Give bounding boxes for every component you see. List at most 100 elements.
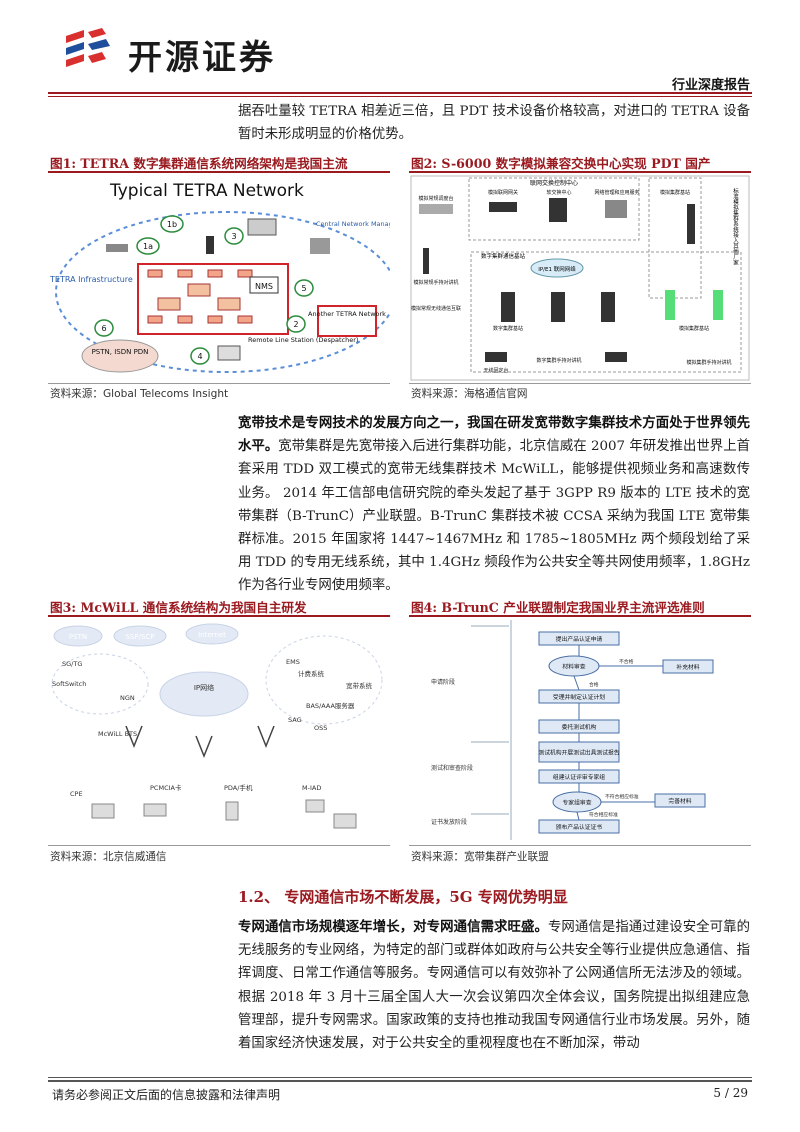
fig2-digi-net-label: 数字集群通信基站 xyxy=(481,252,526,260)
market-paragraph: 专网通信市场规模逐年增长，对专网通信需求旺盛。专网通信是指通过建设安全可靠的无线… xyxy=(238,916,750,1055)
fig2-phone-label: 模拟常规手持对讲机 xyxy=(413,279,458,286)
figure-4-caption: 图4: B-TrunC 产业联盟制定我国业界主流评选准则 xyxy=(411,600,705,615)
fig4-arrow-2 xyxy=(573,675,580,691)
fig2-core-label: 联网交换控制中心 xyxy=(530,179,578,187)
figure-1-source: 资料来源：Global Telecoms Insight xyxy=(50,388,229,400)
fig2-softswitch-icon xyxy=(549,198,567,222)
figure-2-source-rule xyxy=(409,383,751,384)
fig2-bs-label: 数字集群基站 xyxy=(493,325,523,332)
fig1-node-3-label: 3 xyxy=(231,232,236,241)
fig1-node-1a xyxy=(136,237,160,255)
fig1-node-5-label: 5 xyxy=(301,284,306,293)
fig1-node-4 xyxy=(190,347,210,365)
fig4-step-box-1 xyxy=(538,631,620,646)
fig2-fixed-label: 无线固定台 xyxy=(483,367,508,374)
intro-paragraph: 据吞吐量较 TETRA 相差近三倍，且 PDT 技术设备价格较高，对进口的 TE… xyxy=(238,104,750,143)
fig1-car-radio-icon xyxy=(106,244,128,252)
figure-2-caption-rule xyxy=(409,171,751,173)
fig3-sag-label: SAG xyxy=(288,716,302,724)
figure-4-image: 申请阶段测试和审查阶段证书发放阶段提出产品认证申请材料审查补充材料受理并制定认证… xyxy=(409,618,751,844)
fig2-analog-net-label: 模拟集群基站 xyxy=(679,325,709,332)
fig3-miad-computer-icon xyxy=(333,813,357,829)
fig1-workstation-icon xyxy=(310,238,330,254)
fig3-ssp-label: SSP/SCP xyxy=(125,633,154,641)
fig2-side-note: 标准模拟集群系统接入其他厂家 xyxy=(732,187,739,266)
figure-1-image: Typical TETRA Network NMS Another TETRA … xyxy=(48,174,390,382)
figure-2-caption: 图2: S-6000 数字模拟兼容交换中心实现 PDT 国产 xyxy=(411,156,711,171)
fig3-ems-cloud xyxy=(265,635,383,725)
fig2-gw-label: 模拟联网网关 xyxy=(488,189,518,196)
broadband-lead: 宽带技术是专网技术的发展方向之一，我国在研发宽带数字集群技术方面处于世界领先水平… xyxy=(238,415,750,455)
broadband-body: 宽带集群是先宽带接入后进行集群功能，北京信威在 2007 年研发推出世界上首套采… xyxy=(238,439,750,594)
fig4-step-1: 提出产品认证申请 xyxy=(556,635,603,643)
fig4-step-box-8 xyxy=(552,791,602,813)
fig4-step-3: 补充材料 xyxy=(676,663,699,671)
figure-1-source-rule xyxy=(48,383,390,384)
fig4-edge-label-3: 不符合相应标准 xyxy=(605,793,639,800)
fig3-ngn-label: NGN xyxy=(120,694,135,702)
fig1-node-4-label: 4 xyxy=(197,352,202,361)
figure-3-source: 资料来源：北京信威通信 xyxy=(50,851,167,863)
fig2-analog-hand-label: 模拟集群手持对讲机 xyxy=(686,359,731,366)
figure-2-image: 联网交换控制中心 数字集群通信基站 IP/E1 联网网络 模拟联网网关 软交换中… xyxy=(409,174,751,382)
fig3-ngn-cloud xyxy=(51,653,149,715)
fig2-analog-bs-icon-2 xyxy=(713,290,723,320)
fig3-pcmcia-label: PCMCIA卡 xyxy=(150,783,182,792)
fig2-ip-label: IP/E1 联网网络 xyxy=(538,265,576,273)
fig2-analog-bs-label: 模拟集群基站 xyxy=(660,189,690,196)
fig4-edge-label-2: 合格 xyxy=(589,681,599,688)
fig3-internet-cloud xyxy=(185,623,239,645)
fig2-interop-label: 模拟常规无线通信互联 xyxy=(411,305,461,312)
fig1-another-net-box xyxy=(317,305,377,337)
fig2-analog-bs-icon xyxy=(687,204,695,244)
fig3-pda-label: PDA/手机 xyxy=(224,783,253,792)
figure-3-source-rule xyxy=(48,845,390,846)
fig3-internet-label: Internet xyxy=(198,631,226,639)
fig4-stage-2: 测试和审查阶段 xyxy=(431,764,473,772)
fig1-central-label: Central Network Management xyxy=(316,220,390,228)
fig1-node-2-label: 2 xyxy=(293,320,298,329)
fig1-another-label: Another TETRA Network xyxy=(308,310,386,318)
fig2-sw-label: 软交换中心 xyxy=(546,189,571,196)
fig4-edge-label-1: 不合格 xyxy=(619,658,634,665)
fig2-analog-bs-icon-1 xyxy=(665,290,675,320)
fig3-ipnet-label: IP网络 xyxy=(194,683,214,692)
fig4-stage-3: 证书发放阶段 xyxy=(431,818,467,826)
fig1-station-icon xyxy=(217,345,241,361)
fig4-step-box-5 xyxy=(538,719,620,734)
footer-rule xyxy=(48,1077,752,1078)
fig1-node-1a-label: 1a xyxy=(143,242,153,251)
fig1-image-title: Typical TETRA Network xyxy=(109,181,304,201)
fig3-miad-icon xyxy=(305,799,325,813)
fig3-broadband-label: 宽带系统 xyxy=(346,681,373,690)
header-rule-thin xyxy=(48,96,752,97)
fig3-ems-label: EMS xyxy=(286,658,300,666)
figure-3-caption-rule xyxy=(48,615,390,617)
fig2-frame xyxy=(410,175,750,381)
report-type: 行业深度报告 xyxy=(671,78,750,93)
fig1-node-2 xyxy=(286,315,306,333)
fig2-digital-box xyxy=(470,251,742,373)
fig2-ip-cloud xyxy=(530,258,584,278)
fig3-tower-3 xyxy=(257,725,275,749)
fig1-laptop-icon xyxy=(247,218,277,236)
fig2-bs-icon-3 xyxy=(601,292,615,322)
footer-disclaimer: 请务必参阅正文后面的信息披露和法律声明 xyxy=(52,1088,281,1102)
fig4-step-box-9 xyxy=(654,793,706,808)
fig2-fixed-icon-2 xyxy=(605,352,627,362)
fig1-boundary-ellipse xyxy=(55,211,390,373)
fig2-handset-label: 数字集群手持对讲机 xyxy=(536,357,581,364)
fig3-bts-label: McWiLL BTS xyxy=(98,730,137,738)
figure-2-source: 资料来源：海格通信官网 xyxy=(411,388,528,400)
fig1-pstn-cloud xyxy=(81,339,159,373)
fig1-remote-label: Remote Line Station (Despatcher) xyxy=(248,336,358,344)
fig4-edge-label-4: 符合相应标准 xyxy=(589,811,618,818)
figure-1-caption: 图1: TETRA 数字集群通信系统网络架构是我国主流 xyxy=(50,156,348,171)
fig2-dispatch-label: 模拟常规调度台 xyxy=(418,195,453,202)
fig4-step-7: 组建认证评审专家组 xyxy=(553,773,605,781)
fig4-step-4: 受理并制定认证计划 xyxy=(553,693,605,701)
fig1-nms-label: NMS xyxy=(255,282,273,291)
fig4-step-box-2 xyxy=(548,655,600,677)
brand-logo-icon xyxy=(66,28,110,67)
brand-name: 开源证券 xyxy=(128,38,276,78)
